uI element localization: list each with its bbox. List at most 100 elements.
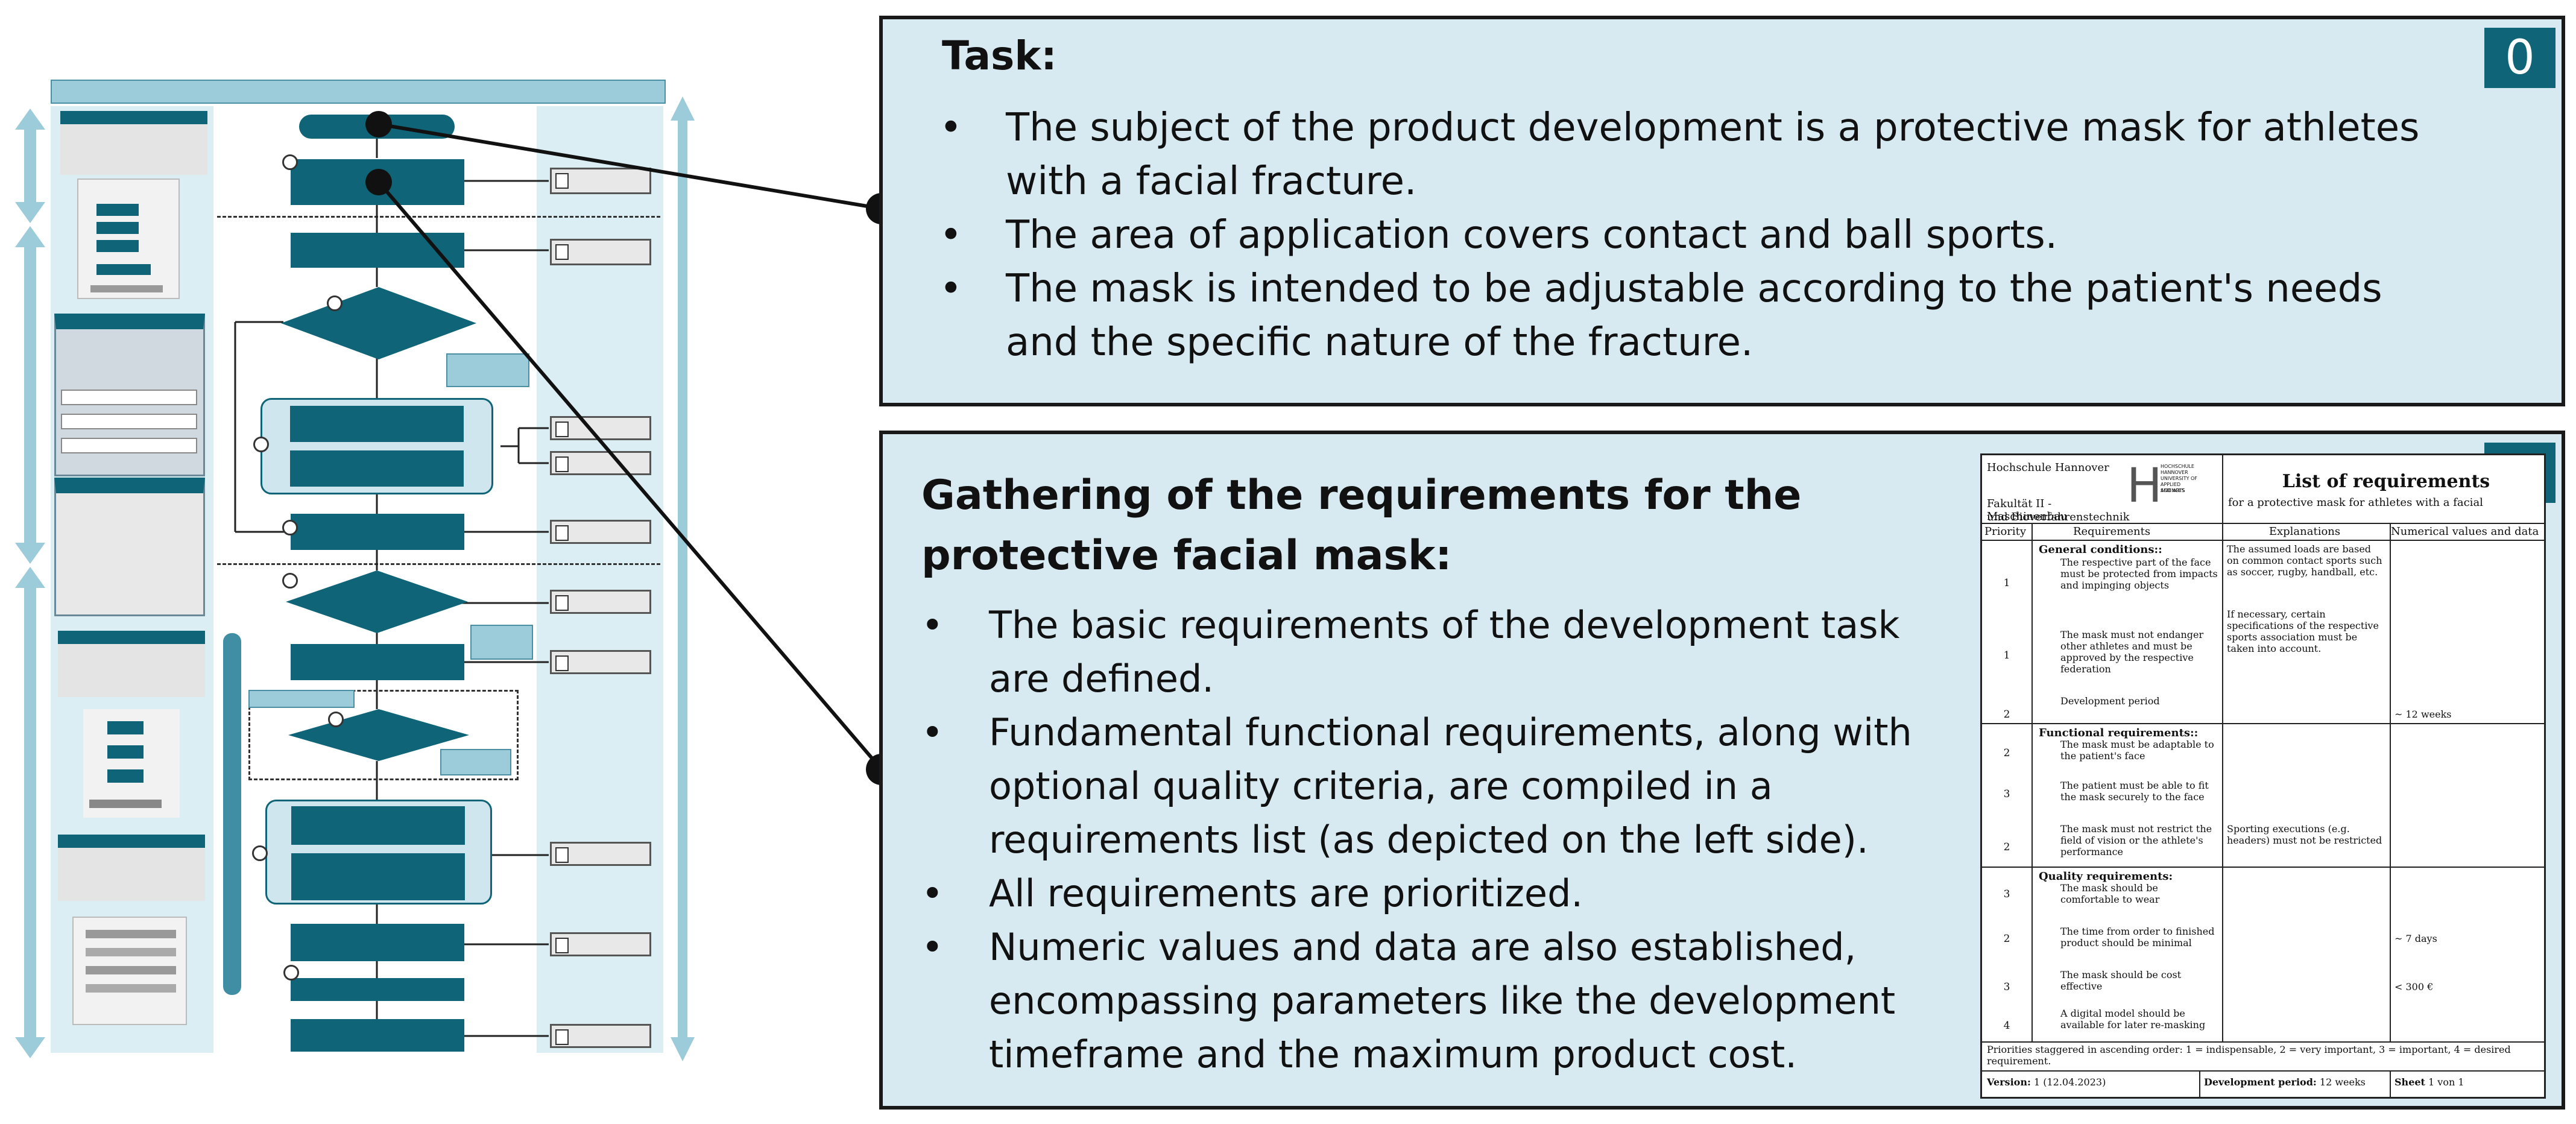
phase-separator-1 (217, 216, 660, 218)
general-item-1: The respective part of the face must be … (2060, 557, 2218, 591)
period-label: Development period: (2204, 1076, 2317, 1088)
period-value: 12 weeks (2319, 1076, 2366, 1088)
process-diagram (0, 0, 695, 1124)
logo-letter: H (2127, 459, 2162, 513)
flow-circle-8 (283, 965, 299, 980)
thumb-card-2 (54, 314, 205, 476)
flow-note-2 (470, 625, 533, 660)
gather-bullet-2: •Fundamental functional requirements, al… (921, 706, 1959, 867)
col-header-priority: Priority (1984, 525, 2027, 538)
section-rule-2 (1982, 867, 2544, 868)
flow-circle-4 (282, 520, 298, 535)
general-priority-3: 2 (2003, 709, 2010, 721)
col-header-explanations: Explanations (2268, 525, 2341, 538)
bullet-text: Numeric values and data are also establi… (989, 925, 1896, 1076)
logo-line-1: HOCHSCHULE (2161, 464, 2194, 469)
bullet-dot: • (939, 106, 962, 150)
section-general-heading: General conditions:: (2039, 543, 2162, 556)
flow-step-4 (291, 644, 464, 680)
general-item-2: The mask must not endanger other athlete… (2060, 629, 2204, 675)
gather-title: Gathering of the requirements for the pr… (921, 466, 1886, 586)
flow-decision-2 (286, 570, 468, 633)
general-explanation-1: The assumed loads are based on common co… (2227, 543, 2382, 578)
flow-circle-2 (327, 295, 343, 311)
quality-item-2: The time from order to finished product … (2060, 926, 2215, 949)
sheet-institution: Hochschule Hannover (1987, 461, 2109, 474)
footer-divider-1 (2199, 1070, 2200, 1097)
phase-separator-2 (217, 563, 660, 565)
flow-note-4 (440, 749, 511, 775)
diagram-icon-1 (550, 239, 651, 265)
gather-bullets: • The basic requirements of the developme… (921, 598, 1959, 1081)
col-divider-1 (2031, 523, 2033, 1041)
thumb-flowchart-2 (83, 709, 180, 818)
quality-item-4: A digital model should be available for … (2060, 1008, 2206, 1031)
functional-explanation: Sporting executions (e.g. headers) must … (2227, 823, 2382, 846)
image-icon (550, 932, 651, 956)
sheet-faculty-2: und Bioverfahrenstechnik (1987, 511, 2130, 523)
sheet-number: Sheet 1 von 1 (2394, 1076, 2464, 1088)
quality-value-1: ~ 7 days (2394, 933, 2437, 944)
sheet-faculty-1: Fakultät II - Maschinenbau (1987, 497, 2068, 523)
logo-line-4: APPLIED SCIENCES (2161, 482, 2185, 493)
footer-rule (1982, 1070, 2544, 1072)
sheet-header-divider (2222, 455, 2223, 523)
thumb-card-4 (58, 631, 205, 697)
flow-loop-group-1 (260, 398, 493, 494)
flow-step-6 (291, 978, 464, 1001)
col-header-values: Numerical values and data (2391, 525, 2539, 538)
bullet-dot: • (921, 603, 944, 647)
thumb-flowchart-1 (77, 178, 180, 299)
bullet-text: The basic requirements of the developmen… (989, 603, 1900, 701)
bullet-dot: • (939, 267, 962, 311)
flow-circle-5 (282, 573, 298, 589)
thumb-card-3 (54, 478, 205, 616)
phase-arrows-left (15, 109, 45, 1058)
sheet-header-rule (1982, 523, 2544, 524)
quality-priority-4: 4 (2003, 1020, 2010, 1032)
section-rule-3 (1982, 1041, 2544, 1043)
thumb-card-1 (60, 111, 207, 175)
sheet-subtitle: for a protective mask for athletes with … (2228, 496, 2483, 509)
sheet-version: Version: 1 (12.04.2023) (1987, 1076, 2106, 1088)
idea-icon (550, 520, 651, 544)
sheet-value: 1 von 1 (2428, 1076, 2464, 1088)
hierarchy-icon-2 (550, 590, 651, 614)
bullet-dot: • (939, 213, 962, 257)
bullet-text: The subject of the product development i… (1006, 106, 2420, 204)
sheet-title: List of requirements (2282, 471, 2490, 492)
flow-connectors (234, 134, 549, 1037)
flow-note-3 (248, 690, 355, 708)
bullet-text: All requirements are prioritized. (989, 871, 1583, 915)
quality-priority-1: 3 (2003, 888, 2010, 900)
diagram-header-bar (51, 80, 666, 104)
general-priority-2: 1 (2003, 649, 2010, 661)
flow-side-bar (223, 633, 241, 995)
task-title: Task: (942, 33, 1057, 79)
document-icon-1 (550, 168, 651, 194)
bullet-dot: • (921, 871, 944, 915)
col-divider-3 (2390, 523, 2391, 1041)
quality-item-1: The mask should be comfortable to wear (2060, 882, 2160, 905)
general-explanation-2: If necessary, certain specifications of … (2227, 608, 2379, 654)
document-icon-2 (550, 1024, 651, 1048)
functional-item-2: The patient must be able to fit the mask… (2060, 780, 2209, 803)
section-rule-1 (1982, 723, 2544, 724)
flow-circle-3 (253, 437, 269, 452)
sheet-label: Sheet (2394, 1076, 2425, 1088)
functional-priority-3: 2 (2003, 841, 2010, 853)
quality-item-3: The mask should be cost effective (2060, 969, 2182, 992)
functional-priority-2: 3 (2003, 788, 2010, 800)
functional-item-3: The mask must not restrict the field of … (2060, 823, 2212, 857)
quality-priority-2: 2 (2003, 933, 2010, 945)
sheet-header-rule-2 (1982, 540, 2544, 541)
flow-circle-6 (328, 712, 344, 727)
functional-item-1: The mask must be adaptable to the patien… (2060, 739, 2214, 762)
university-logo: H HOCHSCHULE HANNOVER UNIVERSITY OF APPL… (2127, 459, 2199, 519)
task-bullet-2: •The area of application covers contact … (939, 209, 2459, 262)
sheet-footnote: Priorities staggered in ascending order:… (1987, 1044, 2511, 1067)
task-bullet-3: •The mask is intended to be adjustable a… (939, 262, 2459, 370)
logo-line-5: AND ARTS (2161, 488, 2185, 493)
flow-circle-1 (282, 154, 298, 170)
